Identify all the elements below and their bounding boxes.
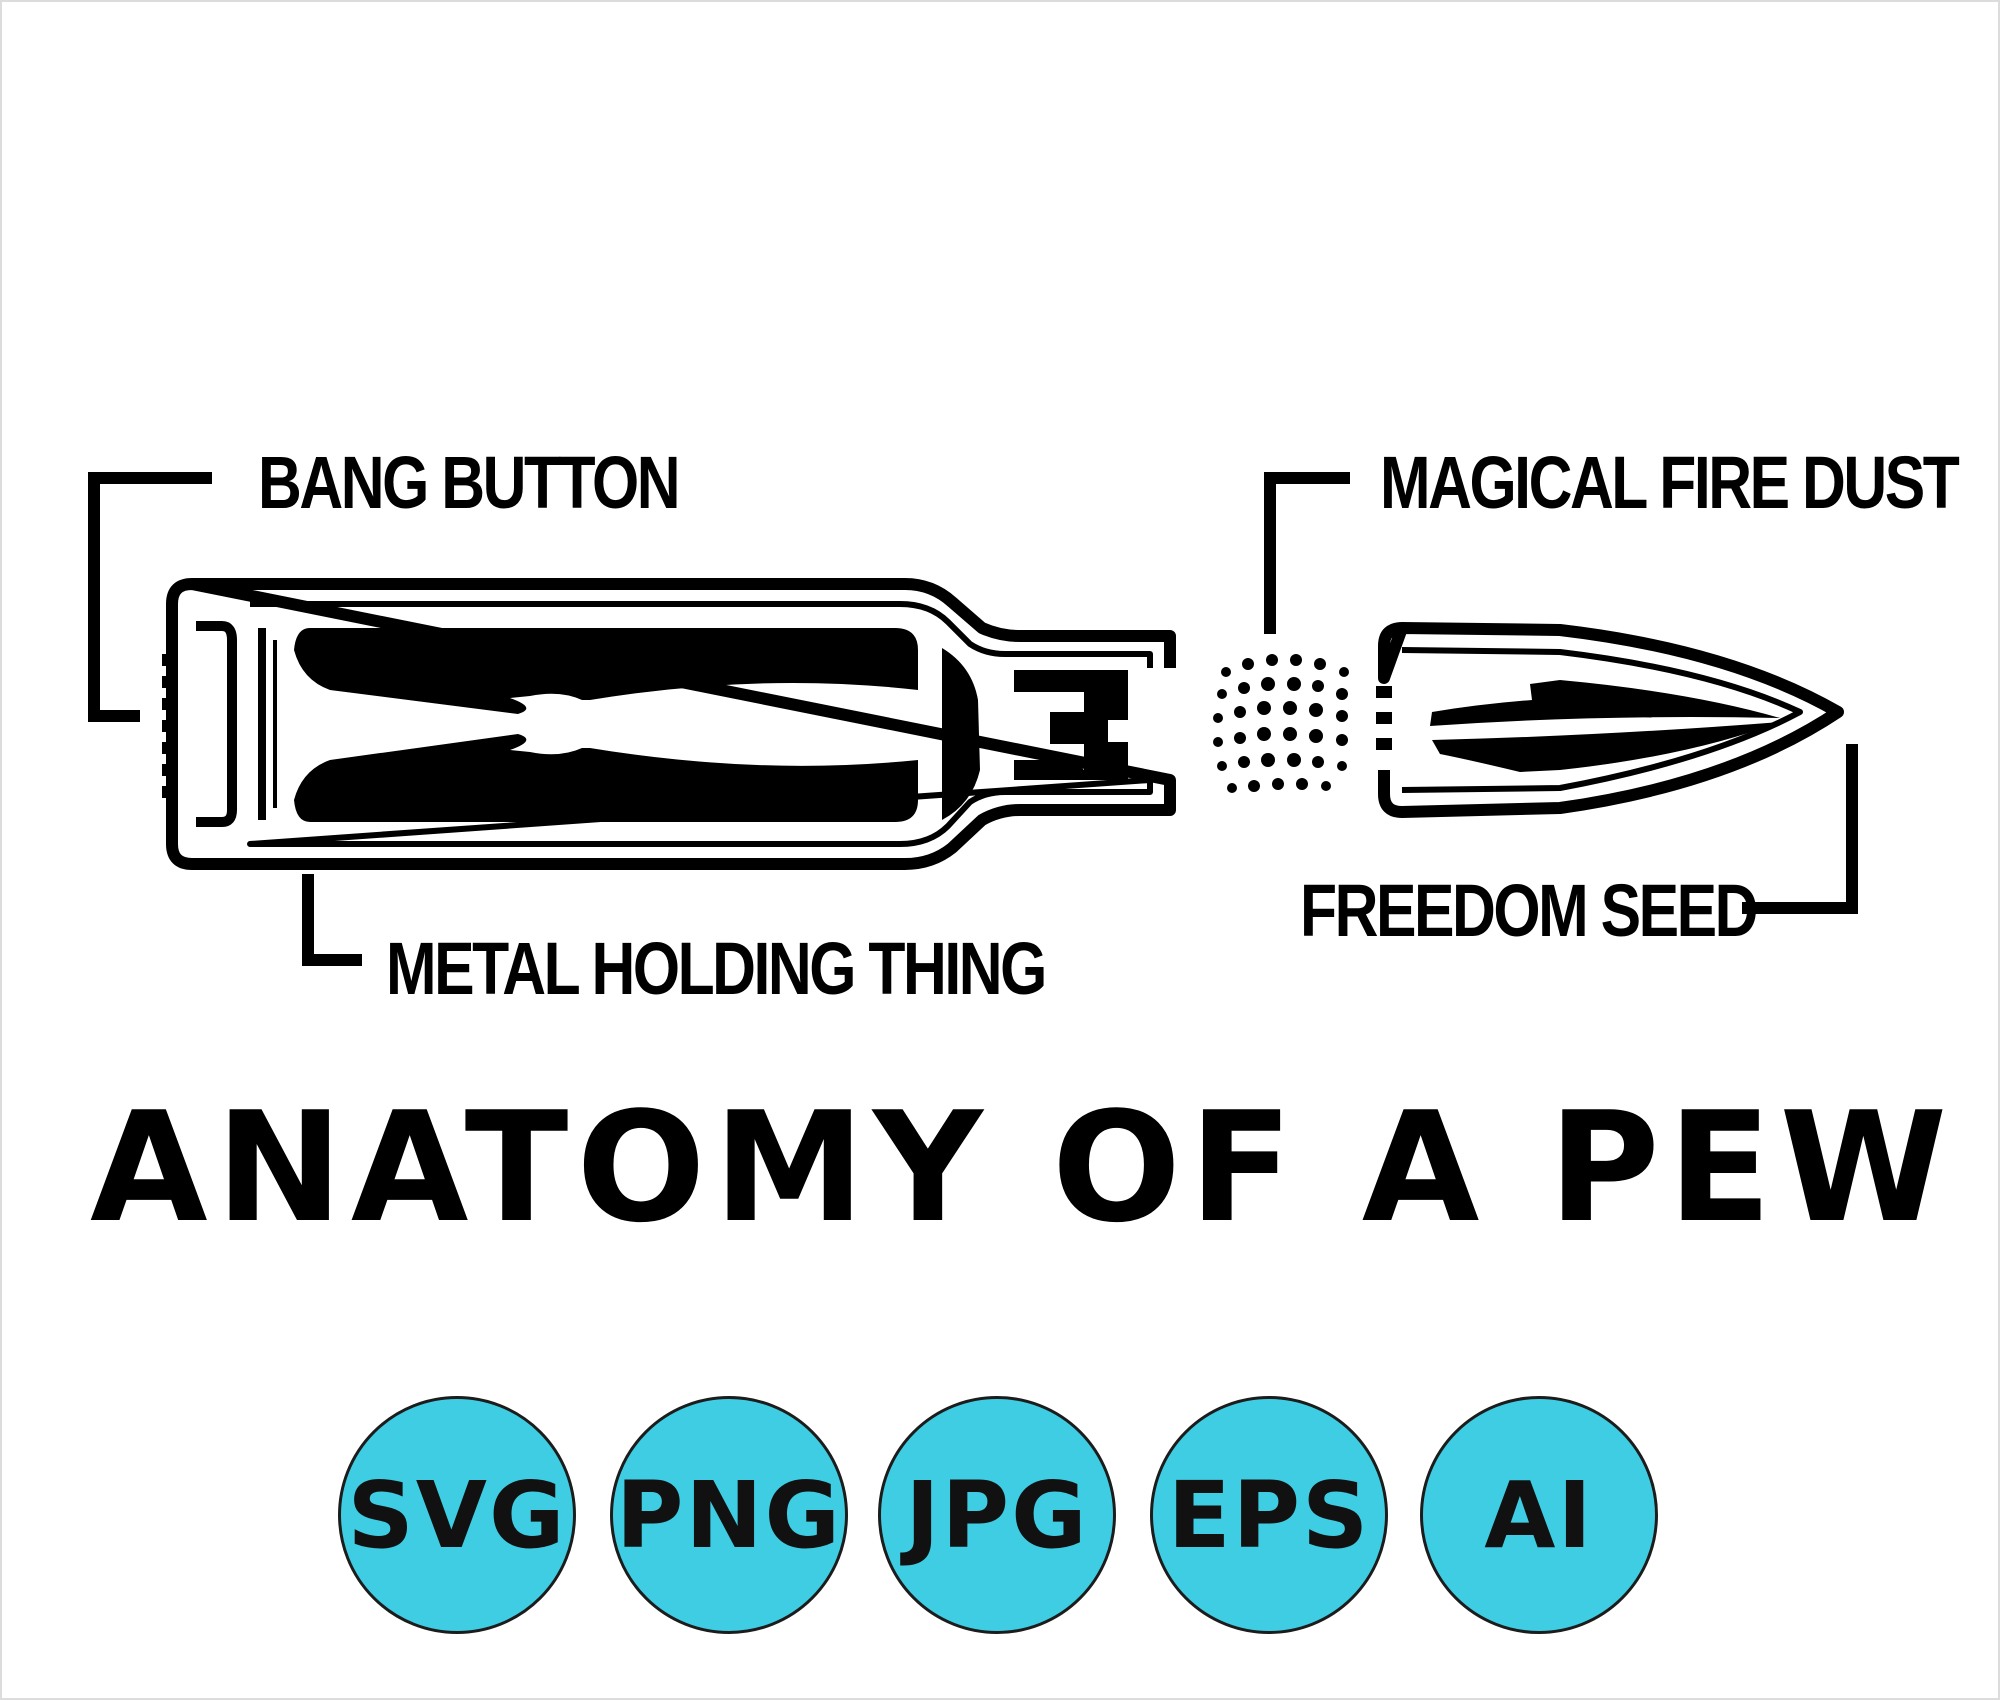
bullet-base-ridges: [1376, 686, 1392, 750]
format-label: PNG: [616, 1461, 842, 1569]
powder-upper-grain: [294, 628, 918, 714]
freedom-seed-callout: [1742, 744, 1858, 914]
format-badges: SVG PNG JPG EPS AI: [338, 1396, 1666, 1636]
bullet-jacket-inner: [1401, 647, 1803, 793]
bullet: [1376, 622, 1844, 818]
magical-fire-dust-label: MAGICAL FIRE DUST: [1380, 441, 1960, 524]
magical-fire-dust-callout: [1264, 472, 1350, 634]
primer-cup: [196, 621, 237, 827]
format-label: AI: [1484, 1461, 1594, 1569]
powder-lower-grain: [294, 734, 918, 822]
bullet-core-lower: [1432, 722, 1780, 772]
cartridge-diagram: [88, 472, 1858, 966]
case-outline: [166, 578, 1176, 870]
format-label: EPS: [1167, 1461, 1371, 1569]
primer-ridges: [162, 654, 176, 798]
format-label: SVG: [347, 1461, 567, 1569]
primer: [162, 621, 277, 827]
bang-button-callout: [88, 472, 212, 722]
bullet-core-upper: [1430, 680, 1780, 726]
metal-holding-thing-label: METAL HOLDING THING: [386, 927, 1047, 1010]
format-badge-png: PNG: [610, 1396, 848, 1634]
callout-lines: [88, 472, 1858, 966]
freedom-seed-label: FREEDOM SEED: [1300, 869, 1758, 952]
powder-shoulder-grain: [942, 648, 980, 820]
case-inner-outline: [247, 601, 1153, 847]
format-badge-jpg: JPG: [878, 1396, 1116, 1634]
powder-column: [294, 628, 1128, 822]
page-title: ANATOMY OF A PEW: [90, 1079, 1956, 1256]
format-badge-eps: EPS: [1150, 1396, 1388, 1634]
bullet-outline: [1378, 622, 1844, 818]
powder-dots: [1213, 654, 1349, 793]
format-badge-svg: SVG: [338, 1396, 576, 1634]
metal-holding-thing-callout: [302, 874, 362, 966]
format-badge-ai: AI: [1420, 1396, 1658, 1634]
bang-button-label: BANG BUTTON: [258, 441, 681, 524]
powder-neck-grain: [1014, 670, 1128, 780]
cartridge-case: [166, 578, 1176, 870]
format-label: JPG: [905, 1461, 1089, 1569]
